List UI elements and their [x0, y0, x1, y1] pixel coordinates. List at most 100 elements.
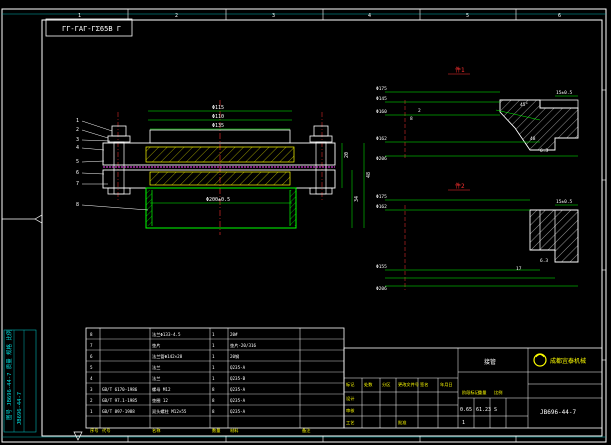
bom-cell-qty: 1 — [212, 343, 215, 348]
bom-cell-no: 6 — [90, 354, 93, 359]
main-assembly-view — [102, 100, 336, 235]
bom-cell-name: 螺母 M12 — [152, 386, 171, 393]
bom-cell-qty: 8 — [212, 409, 215, 414]
part-leader-number-3: 4 — [76, 145, 79, 151]
detail-1-dim-label-1: Φ145 — [376, 96, 387, 102]
detail-1-dim-label-8: 2 — [418, 108, 421, 114]
bom-cell-qty: 8 — [212, 398, 215, 403]
part-leaders — [81, 120, 149, 211]
main-dim-label-0: Φ115 — [212, 105, 224, 111]
left-margin-text-2: JB696-44-7 — [17, 392, 23, 425]
detail-2-dim-label-4: 15±0.5 — [556, 199, 573, 205]
bom-header-4: 材料 — [230, 427, 239, 434]
bom-cell-material: Q235-A — [230, 365, 246, 370]
main-dim-label-6: 48 — [366, 172, 372, 178]
bom-cell-name: 法兰 — [152, 375, 160, 382]
bom-cell-name: 法兰管Φ142×28 — [152, 353, 183, 360]
detail-1-dim-label-7: 8 — [410, 116, 413, 122]
bom-cell-material: Q235-A — [230, 409, 246, 414]
centering-marks — [2, 214, 83, 441]
drawing-title: 接管 — [484, 358, 496, 366]
bom-cell-code: GB/T 6170-1986 — [102, 387, 138, 392]
part-leader-number-0: 1 — [76, 118, 79, 124]
left-margin-block: 图号 JB696-44-7 质量 规格 比例 JB696-44-7 — [3, 329, 37, 433]
bom-cell-name: 垫片 — [152, 342, 160, 349]
bom-header-2: 名称 — [152, 427, 160, 434]
sign-label-4: 签名 — [420, 381, 428, 388]
role-label-2: 工艺 — [346, 420, 354, 425]
bom-cell-no: 7 — [90, 343, 93, 348]
bom-cell-code: GB/T 97.1-1985 — [102, 398, 138, 403]
main-dim-label-5: 34 — [354, 196, 360, 202]
part-leader-number-1: 2 — [76, 127, 79, 133]
sign-label-5: 年月日 — [440, 381, 453, 388]
bom-cell-material: Q235-A — [230, 398, 246, 403]
part-leader-number-7: 8 — [76, 202, 79, 208]
detail-view-part-1: 件1 Φ175 Φ145 Φ160 Φ162 Φ206 45° 15±0.5 8… — [376, 66, 579, 162]
detail-2-dim-label-5: 17 — [516, 266, 522, 272]
part-leader-number-4: 5 — [76, 159, 79, 165]
main-view-dim-text: Φ115 Φ110 Φ135 Φ200±0.5 20 34 48 — [206, 105, 372, 203]
bom-cell-qty: 8 — [212, 387, 215, 392]
detail-1-dim-label-4: Φ206 — [376, 156, 387, 162]
stage-label-1: 重量 — [478, 389, 486, 396]
role-label-3: 批准 — [398, 419, 406, 426]
role-label-0: 设计 — [346, 395, 354, 402]
title-block: 接管 成都宜泰机械 标记 处数 分区 更改文件号 签名 年月日 设计 审核 工艺… — [343, 347, 603, 429]
part-leader-number-2: 3 — [76, 137, 79, 143]
zone-number-0: 1 — [78, 13, 81, 19]
bom-header-5: 备注 — [302, 427, 311, 434]
bom-cell-qty: 1 — [212, 332, 215, 337]
bom-cell-qty: 1 — [212, 376, 215, 381]
bom-cell-no: 4 — [90, 376, 93, 381]
sign-label-3: 更改文件号 — [398, 381, 419, 388]
role-label-1: 审核 — [346, 407, 355, 414]
stage-label-0: 阶段标记 — [462, 389, 480, 396]
main-dim-label-1: Φ110 — [212, 114, 224, 120]
sign-label-1: 处数 — [364, 381, 373, 388]
part-leader-number-6: 7 — [76, 181, 79, 187]
stage-label-2: 比例 — [494, 389, 502, 396]
zone-markers — [127, 9, 606, 442]
detail-1-dim-label-9: 48 — [530, 136, 536, 142]
company-logo: 成都宜泰机械 — [533, 353, 586, 367]
bom-cell-name: 双头螺柱 M12×55 — [152, 408, 187, 415]
detail-1-dim-label-0: Φ175 — [376, 86, 387, 92]
bom-cell-no: 3 — [90, 387, 93, 392]
detail-2-dim-label-2: Φ155 — [376, 264, 387, 270]
weight-value: 61.23 — [476, 407, 491, 413]
detail-2-dim-label-1: Φ162 — [376, 204, 387, 210]
zone-number-1: 2 — [175, 13, 178, 19]
detail-view-part-2: 件2 Φ175 Φ162 Φ155 Φ206 15±0.5 17 6.3 — [376, 182, 579, 292]
detail-1-dim-label-2: Φ160 — [376, 109, 387, 115]
bom-cell-qty: 1 — [212, 365, 215, 370]
bom-cell-no: 2 — [90, 398, 93, 403]
company-name: 成都宜泰机械 — [550, 357, 586, 365]
sheet-value: 1 — [462, 420, 465, 426]
bom-cell-material: 垫片-20/316 — [230, 342, 257, 349]
sign-label-2: 分区 — [382, 381, 390, 388]
sign-label-0: 标记 — [346, 381, 355, 388]
detail-1-dim-label-3: Φ162 — [376, 136, 387, 142]
main-dim-label-3: Φ200±0.5 — [206, 197, 230, 203]
part-leader-number-5: 6 — [76, 170, 79, 176]
revision-value: S — [494, 407, 497, 413]
bom-cell-name: 垫圈 12 — [152, 397, 168, 404]
detail-1-dim-label-10: 6.3 — [540, 148, 548, 154]
detail-2-dim-label-0: Φ175 — [376, 194, 387, 200]
zone-number-2: 3 — [272, 13, 275, 19]
drawing-number-text: ΓΓ-ΓΑΓ-ΓΣ65Β Γ — [62, 25, 121, 33]
bom-cell-no: 5 — [90, 365, 93, 370]
bom-cell-qty: 1 — [212, 354, 215, 359]
bom-cell-material: Q235-B — [230, 376, 246, 381]
detail-2-dim-label-3: Φ206 — [376, 286, 387, 292]
zone-number-4: 5 — [466, 13, 469, 19]
drawing-number: JB696-44-7 — [540, 409, 577, 416]
drawing-number-box: ΓΓ-ΓΑΓ-ΓΣ65Β Γ — [45, 18, 133, 37]
detail-1-dim-label-5: 45° — [520, 102, 528, 108]
bom-cell-no: 1 — [90, 409, 93, 414]
bom-header-3: 数量 — [212, 427, 220, 434]
main-view-dimensions — [148, 110, 365, 228]
